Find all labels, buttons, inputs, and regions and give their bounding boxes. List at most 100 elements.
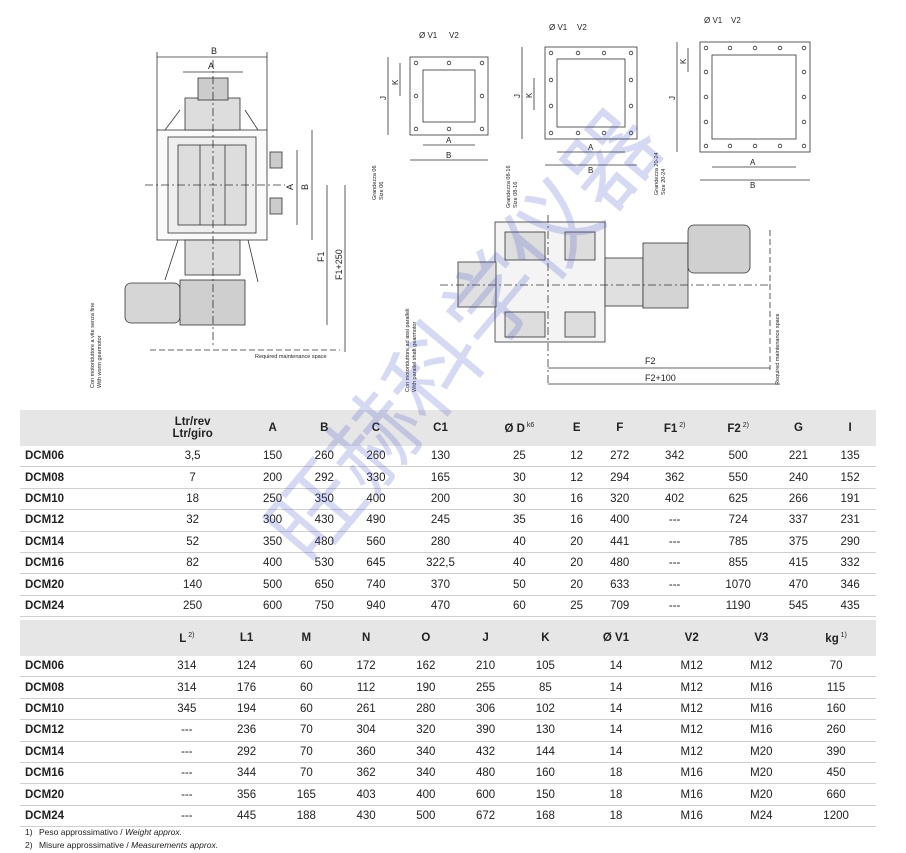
table-cell: 82 <box>138 552 247 575</box>
model-cell: DCM20 <box>20 783 157 806</box>
table-cell: 480 <box>298 531 351 553</box>
table-cell: --- <box>645 552 704 575</box>
svg-text:A: A <box>446 136 452 145</box>
table-cell: 35 <box>479 509 560 532</box>
table-cell: --- <box>156 762 217 785</box>
table-cell: --- <box>156 805 217 828</box>
table-cell: M12 <box>656 741 727 763</box>
column-header: J <box>455 620 516 656</box>
column-header <box>20 410 139 446</box>
svg-text:V2: V2 <box>449 31 459 40</box>
table-cell: --- <box>645 531 704 553</box>
table-cell: M20 <box>726 741 797 763</box>
table-cell: 360 <box>336 741 396 763</box>
table-cell: 530 <box>298 552 351 575</box>
table-cell: 672 <box>455 805 516 828</box>
table-cell: 14 <box>575 719 657 742</box>
table-cell: 306 <box>455 698 516 721</box>
column-header: O <box>395 620 456 656</box>
table-cell: --- <box>156 741 217 763</box>
table-cell: 160 <box>796 698 876 721</box>
table-cell: 14 <box>575 741 657 763</box>
table-cell: 102 <box>515 698 576 721</box>
table-cell: 550 <box>703 466 773 489</box>
table-cell: 200 <box>246 466 299 489</box>
table-cell: 362 <box>645 466 704 489</box>
table-cell: M24 <box>726 805 797 828</box>
table-cell: 633 <box>593 573 646 596</box>
table-cell: 18 <box>575 805 657 828</box>
table-cell: 221 <box>772 446 825 468</box>
table-cell: 105 <box>515 656 576 678</box>
svg-text:J: J <box>513 94 522 98</box>
table-cell: 14 <box>575 656 657 678</box>
table-cell: 441 <box>593 531 646 553</box>
table-cell: 600 <box>455 783 516 806</box>
model-cell: DCM08 <box>20 466 139 489</box>
svg-text:J: J <box>668 96 677 100</box>
table-cell: 370 <box>401 573 480 596</box>
table-cell: 750 <box>298 595 351 618</box>
table-cell: 60 <box>479 595 560 618</box>
table-cell: 60 <box>276 656 337 678</box>
table-cell: --- <box>645 573 704 596</box>
table-cell: 314 <box>156 676 217 699</box>
table-cell: 130 <box>515 719 576 742</box>
table-cell: 124 <box>216 656 277 678</box>
column-header: F1 2) <box>645 410 704 446</box>
table-cell: 500 <box>246 573 299 596</box>
table-cell: 785 <box>703 531 773 553</box>
table-cell: 320 <box>593 488 646 511</box>
table-cell: M20 <box>726 783 797 806</box>
svg-text:Required maintenance space: Required maintenance space <box>255 354 327 360</box>
table-cell: 135 <box>824 446 876 468</box>
table-cell: --- <box>156 783 217 806</box>
table-cell: 545 <box>772 595 825 618</box>
table-cell: 322,5 <box>401 552 480 575</box>
table-cell: 415 <box>772 552 825 575</box>
table-cell: M12 <box>656 676 727 699</box>
table-cell: M16 <box>726 719 797 742</box>
table-cell: 480 <box>455 762 516 785</box>
table-cell: 400 <box>395 783 456 806</box>
table-cell: 272 <box>593 446 646 468</box>
table-cell: 18 <box>138 488 247 511</box>
table-cell: 266 <box>772 488 825 511</box>
column-header: M <box>276 620 337 656</box>
table-cell: 14 <box>575 698 657 721</box>
column-header: L1 <box>216 620 277 656</box>
svg-text:Con motoriduttore a vite senza: Con motoriduttore a vite senza fine <box>90 303 96 388</box>
table-cell: 250 <box>138 595 247 618</box>
table-cell: 402 <box>645 488 704 511</box>
column-header: I <box>824 410 876 446</box>
table-cell: 340 <box>395 741 456 763</box>
svg-text:K: K <box>679 58 688 64</box>
dim-b-label: B <box>211 46 217 56</box>
table-cell: 1070 <box>703 573 773 596</box>
model-cell: DCM16 <box>20 552 139 575</box>
column-header: L 2) <box>156 620 217 656</box>
column-header: F2 2) <box>703 410 773 446</box>
table-cell: 20 <box>559 552 594 575</box>
table-cell: 60 <box>276 676 337 699</box>
table-cell: 445 <box>216 805 277 828</box>
table-cell: M12 <box>656 656 727 678</box>
table-cell: 400 <box>350 488 402 511</box>
table-cell: 490 <box>350 509 402 532</box>
table-cell: 340 <box>395 762 456 785</box>
table-cell: 191 <box>824 488 876 511</box>
table-cell: 430 <box>298 509 351 532</box>
side-view-valve <box>440 215 780 385</box>
svg-text:Required maintenance space: Required maintenance space <box>775 313 781 385</box>
table-cell: 344 <box>216 762 277 785</box>
svg-text:F2+100: F2+100 <box>645 373 676 383</box>
table-cell: --- <box>645 595 704 618</box>
table-cell: 280 <box>401 531 480 553</box>
